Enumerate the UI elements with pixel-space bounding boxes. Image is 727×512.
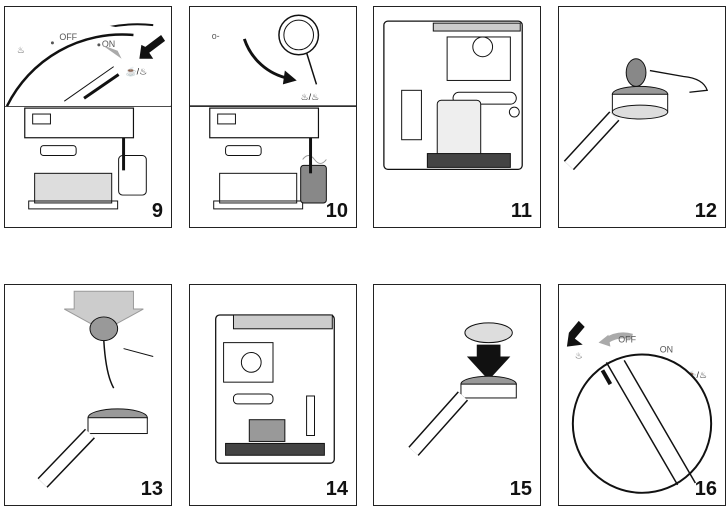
step-number: 11 [510, 200, 532, 222]
step-panel-14: 14 [189, 284, 357, 506]
dial-on-label: ON [102, 39, 115, 49]
pointer-arrow-icon [139, 34, 166, 59]
step-panel-10: o- ♨/♨ 10 [189, 6, 357, 228]
machine-brewing-illustration [215, 314, 335, 464]
machine-turn-dial-illustration: o- ♨/♨ [190, 14, 356, 210]
step-number: 12 [694, 200, 717, 222]
step-number: 10 [325, 200, 348, 222]
step-panel-13: 13 [4, 284, 172, 506]
coffee-cup-icon: ☕/♨ [126, 66, 148, 77]
filter-dosing-illustration [563, 58, 709, 171]
steam-icon: ♨ [575, 350, 583, 360]
coffee-cup-icon: ♨/♨ [301, 92, 319, 102]
step-number: 9 [151, 200, 163, 222]
machine-dial-steam-illustration: OFF ON ♨ ☕/♨ [5, 23, 171, 210]
tamping-pad-illustration [408, 322, 517, 456]
machine-frothing-illustration [383, 20, 523, 171]
dial-off-label: OFF [618, 335, 636, 345]
step-number: 15 [509, 478, 532, 500]
step-number: 13 [140, 478, 163, 500]
step-panel-9: OFF ON ♨ ☕/♨ 9 [4, 6, 172, 228]
coffee-cup-icon: ☕/♨ [685, 369, 707, 380]
step-panel-11: 11 [373, 6, 541, 228]
pointer-arrow-icon [566, 320, 585, 347]
dial-on-label: ON [660, 345, 673, 355]
step-panel-12: 12 [558, 6, 726, 228]
step-panel-15: 15 [373, 284, 541, 506]
powder-filling-illustration [37, 290, 154, 488]
steam-icon: ♨ [17, 45, 25, 55]
step-number: 14 [325, 478, 348, 500]
step-number: 16 [694, 478, 717, 500]
step-panel-16: OFF ON ☕/♨ ♨ 16 [558, 284, 726, 506]
dial-on-illustration: OFF ON ☕/♨ ♨ [566, 320, 713, 494]
dial-marker-label: o- [212, 31, 220, 41]
dial-off-label: OFF [59, 32, 77, 42]
